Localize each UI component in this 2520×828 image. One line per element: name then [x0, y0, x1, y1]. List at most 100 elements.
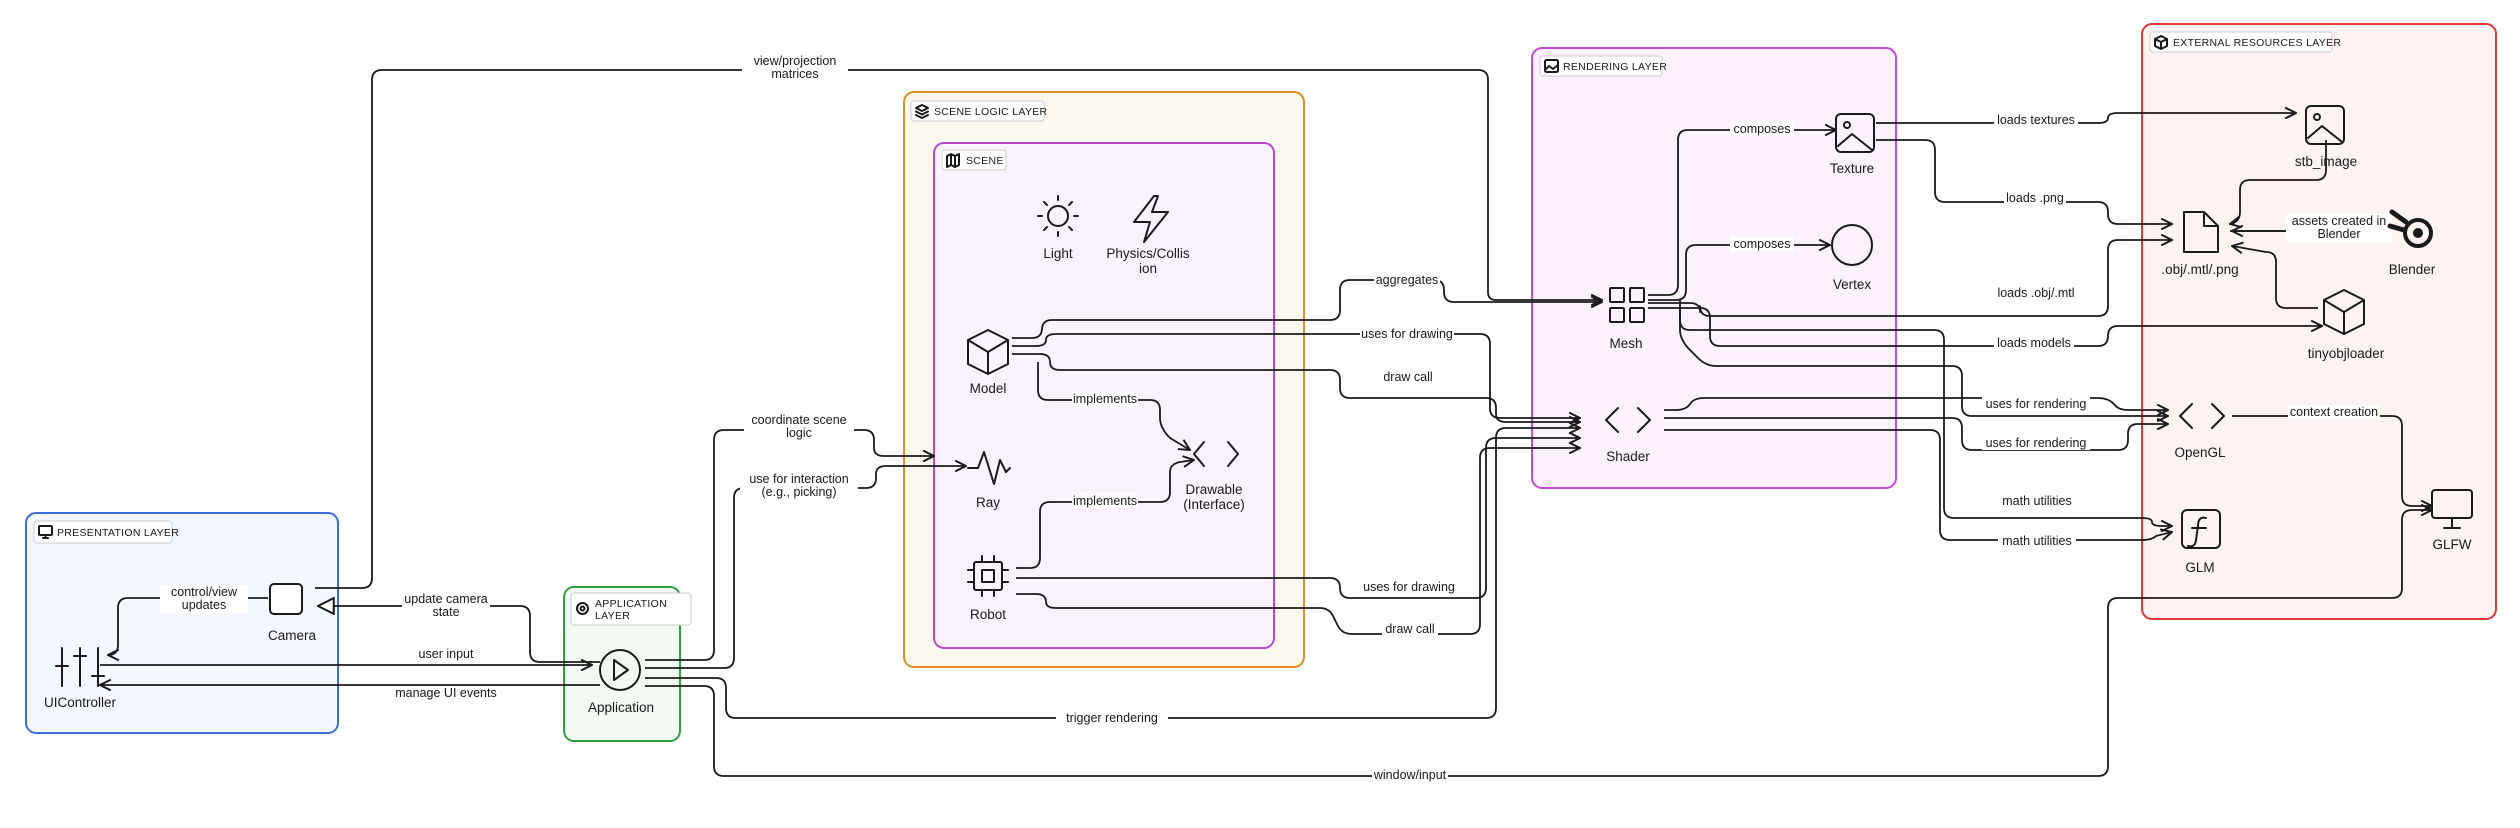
label-implements-model: implements: [1073, 392, 1137, 406]
edge-loads-png: [1876, 139, 2172, 224]
node-glm[interactable]: GLM: [2181, 509, 2221, 575]
monitor-icon: [2431, 489, 2473, 529]
label-window-input: window/input: [1373, 768, 1447, 782]
group-title-scene-logic: SCENE LOGIC LAYER: [934, 106, 1048, 118]
camera-icon: [269, 583, 303, 615]
node-label-physics-2: ion: [1139, 261, 1157, 276]
node-obj-file[interactable]: .obj/.mtl/.png: [2161, 211, 2239, 277]
node-label-mesh: Mesh: [1609, 336, 1642, 351]
label-loads-textures: loads textures: [1997, 113, 2075, 127]
label-loads-models: loads models: [1997, 336, 2071, 350]
label-assets-created-2: Blender: [2317, 227, 2360, 241]
node-light[interactable]: Light: [1037, 195, 1079, 261]
code-brackets-icon: [1605, 407, 1651, 433]
edge-shader-opengl-top: [1664, 397, 2168, 410]
group-title-application-2: LAYER: [595, 610, 630, 622]
label-aggregates: aggregates: [1376, 273, 1439, 287]
label-loads-obj: loads .obj/.mtl: [1997, 286, 2074, 300]
node-label-light: Light: [1043, 246, 1073, 261]
label-use-interaction-2: (e.g., picking): [761, 485, 836, 499]
sliders-icon: [55, 647, 105, 687]
image-icon: [1544, 59, 1559, 73]
label-math-utilities-1: math utilities: [2002, 494, 2071, 508]
label-control-view-2: updates: [182, 598, 226, 612]
node-texture[interactable]: Texture: [1830, 113, 1875, 176]
node-label-glfw: GLFW: [2433, 537, 2472, 552]
edge-tiny-objfile: [2232, 246, 2318, 309]
sun-icon: [1037, 195, 1079, 237]
label-update-camera-2: state: [432, 605, 459, 619]
label-context-creation: context creation: [2290, 405, 2378, 419]
label-control-view-1: control/view: [171, 585, 238, 599]
node-mesh[interactable]: Mesh: [1609, 287, 1645, 351]
group-presentation-layer: PRESENTATION LAYER: [25, 512, 339, 734]
play-circle-icon: [599, 649, 641, 691]
edge-update-camera: [318, 606, 600, 663]
edge-draw-call-model: [1012, 353, 1580, 422]
cpu-chip-icon: [967, 555, 1009, 597]
monitor-icon: [38, 525, 53, 539]
node-shader[interactable]: Shader: [1605, 407, 1651, 464]
node-glfw[interactable]: GLFW: [2431, 489, 2473, 552]
node-label-camera: Camera: [268, 628, 317, 643]
edge-uses-rendering-1: [1679, 308, 2168, 416]
node-drawable[interactable]: Drawable (Interface): [1183, 441, 1245, 512]
node-label-stb-image: stb_image: [2295, 154, 2357, 169]
function-icon: [2181, 509, 2221, 549]
label-draw-call-model: draw call: [1383, 370, 1432, 384]
node-label-physics-1: Physics/Collis: [1106, 246, 1190, 261]
node-label-tinyobjloader: tinyobjloader: [2308, 346, 2385, 361]
group-rendering-layer: RENDERING LAYER: [1531, 47, 1897, 489]
label-composes-texture: composes: [1734, 122, 1791, 136]
circle-icon: [1831, 224, 1873, 266]
label-view-projection-1: view/projection: [754, 54, 837, 68]
image-file-icon: [1835, 113, 1875, 153]
label-uses-rendering-1: uses for rendering: [1986, 397, 2087, 411]
node-application[interactable]: Application: [588, 649, 654, 715]
node-label-obj-file: .obj/.mtl/.png: [2161, 262, 2238, 277]
node-model[interactable]: Model: [967, 329, 1009, 396]
node-label-uicontroller: UIController: [44, 695, 117, 710]
grid-icon: [1609, 287, 1645, 323]
edge-uses-drawing-robot: [1016, 438, 1580, 599]
file-icon: [2183, 211, 2219, 253]
code-brackets-icon: [1193, 441, 1239, 467]
layers-icon: [915, 104, 929, 119]
node-label-application: Application: [588, 700, 654, 715]
node-opengl[interactable]: OpenGL: [2174, 403, 2226, 460]
node-robot[interactable]: Robot: [967, 555, 1009, 622]
label-uses-rendering-2: uses for rendering: [1986, 436, 2087, 450]
node-label-opengl: OpenGL: [2174, 445, 2226, 460]
node-blender[interactable]: Blender: [2387, 209, 2436, 277]
label-coordinate-1: coordinate scene: [751, 413, 846, 427]
label-use-interaction-1: use for interaction: [749, 472, 848, 486]
label-draw-call-robot: draw call: [1385, 622, 1434, 636]
edge-composes-vertex: [1648, 245, 1830, 301]
node-stb-image[interactable]: stb_image: [2295, 105, 2357, 169]
blender-logo-icon: [2387, 209, 2433, 248]
node-label-blender: Blender: [2389, 262, 2436, 277]
label-user-input: user input: [419, 647, 474, 661]
node-vertex[interactable]: Vertex: [1831, 224, 1873, 292]
cube-icon: [967, 329, 1009, 375]
label-uses-drawing-robot: uses for drawing: [1363, 580, 1455, 594]
node-camera[interactable]: Camera: [268, 583, 317, 643]
node-label-drawable-2: (Interface): [1183, 497, 1245, 512]
node-tinyobjloader[interactable]: tinyobjloader: [2308, 289, 2385, 361]
node-label-glm: GLM: [2185, 560, 2214, 575]
edge-context-creation: [2232, 415, 2432, 506]
label-assets-created-1: assets created in: [2292, 214, 2387, 228]
lightning-icon: [1133, 195, 1169, 243]
code-brackets-icon: [2179, 403, 2225, 429]
group-title-presentation: PRESENTATION LAYER: [57, 527, 179, 539]
node-label-ray: Ray: [976, 495, 1000, 510]
edge-window-input: [645, 510, 2432, 777]
node-physics-collision[interactable]: Physics/Collis ion: [1106, 195, 1190, 276]
node-uicontroller[interactable]: UIController: [44, 647, 117, 710]
pulse-icon: [967, 451, 1011, 485]
edge-labels: view/projection matrices control/view up…: [160, 54, 2392, 782]
edge-control-view: [108, 597, 268, 655]
group-title-rendering: RENDERING LAYER: [1563, 61, 1667, 73]
node-ray[interactable]: Ray: [967, 451, 1011, 510]
